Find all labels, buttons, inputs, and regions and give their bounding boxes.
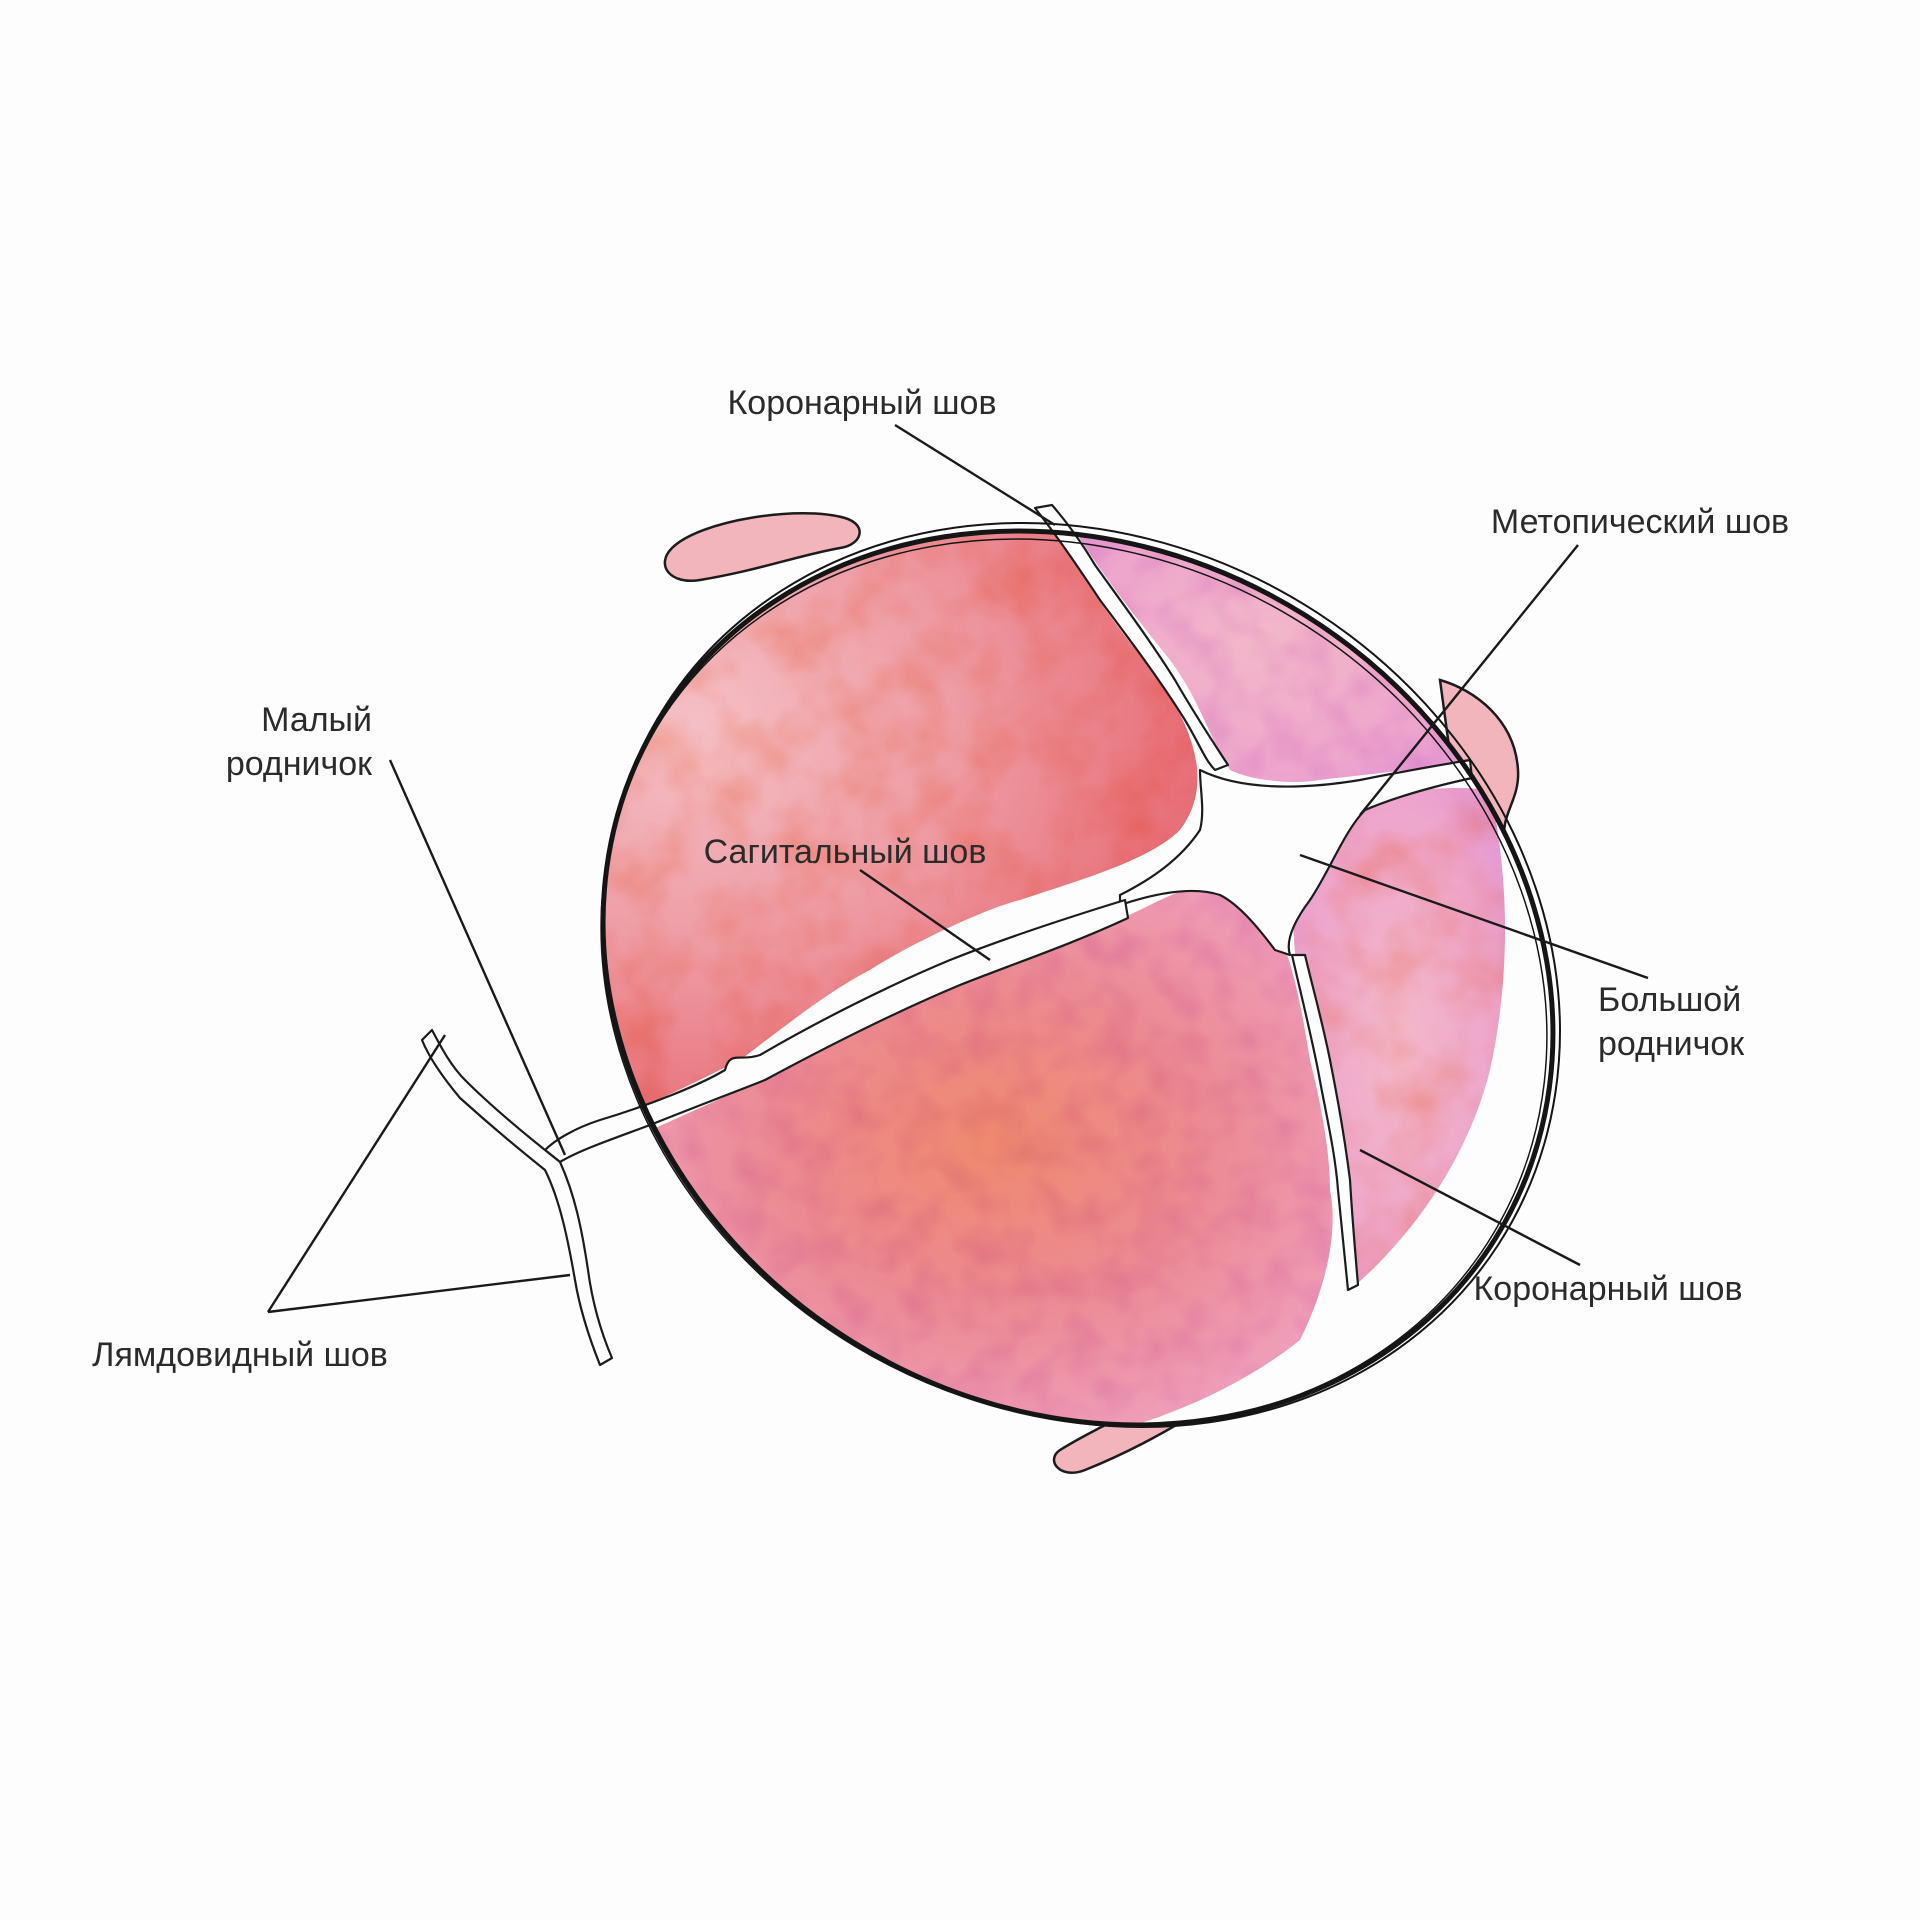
label-anterior-fontanelle-line1: Большой	[1598, 981, 1741, 1019]
leader-lines	[266, 423, 1649, 1314]
label-coronal-suture-top: Коронарный шов	[727, 384, 996, 422]
label-coronal-suture-bottom: Коронарный шов	[1473, 1270, 1742, 1308]
label-posterior-fontanelle-line1: Малый	[261, 701, 372, 739]
label-anterior-fontanelle-line2: родничок	[1598, 1025, 1745, 1063]
ear-top-left	[663, 512, 861, 583]
label-posterior-fontanelle-line2: родничок	[226, 745, 373, 783]
label-metopic-suture: Метопический шов	[1491, 503, 1789, 541]
label-lambdoid-suture: Лямдовидный шов	[92, 1336, 388, 1374]
skull-outline	[600, 522, 1561, 1428]
label-sagittal-suture: Сагитальный шов	[704, 833, 987, 871]
frontal-bone-upper	[1060, 504, 1470, 782]
sutures	[420, 503, 1474, 1367]
